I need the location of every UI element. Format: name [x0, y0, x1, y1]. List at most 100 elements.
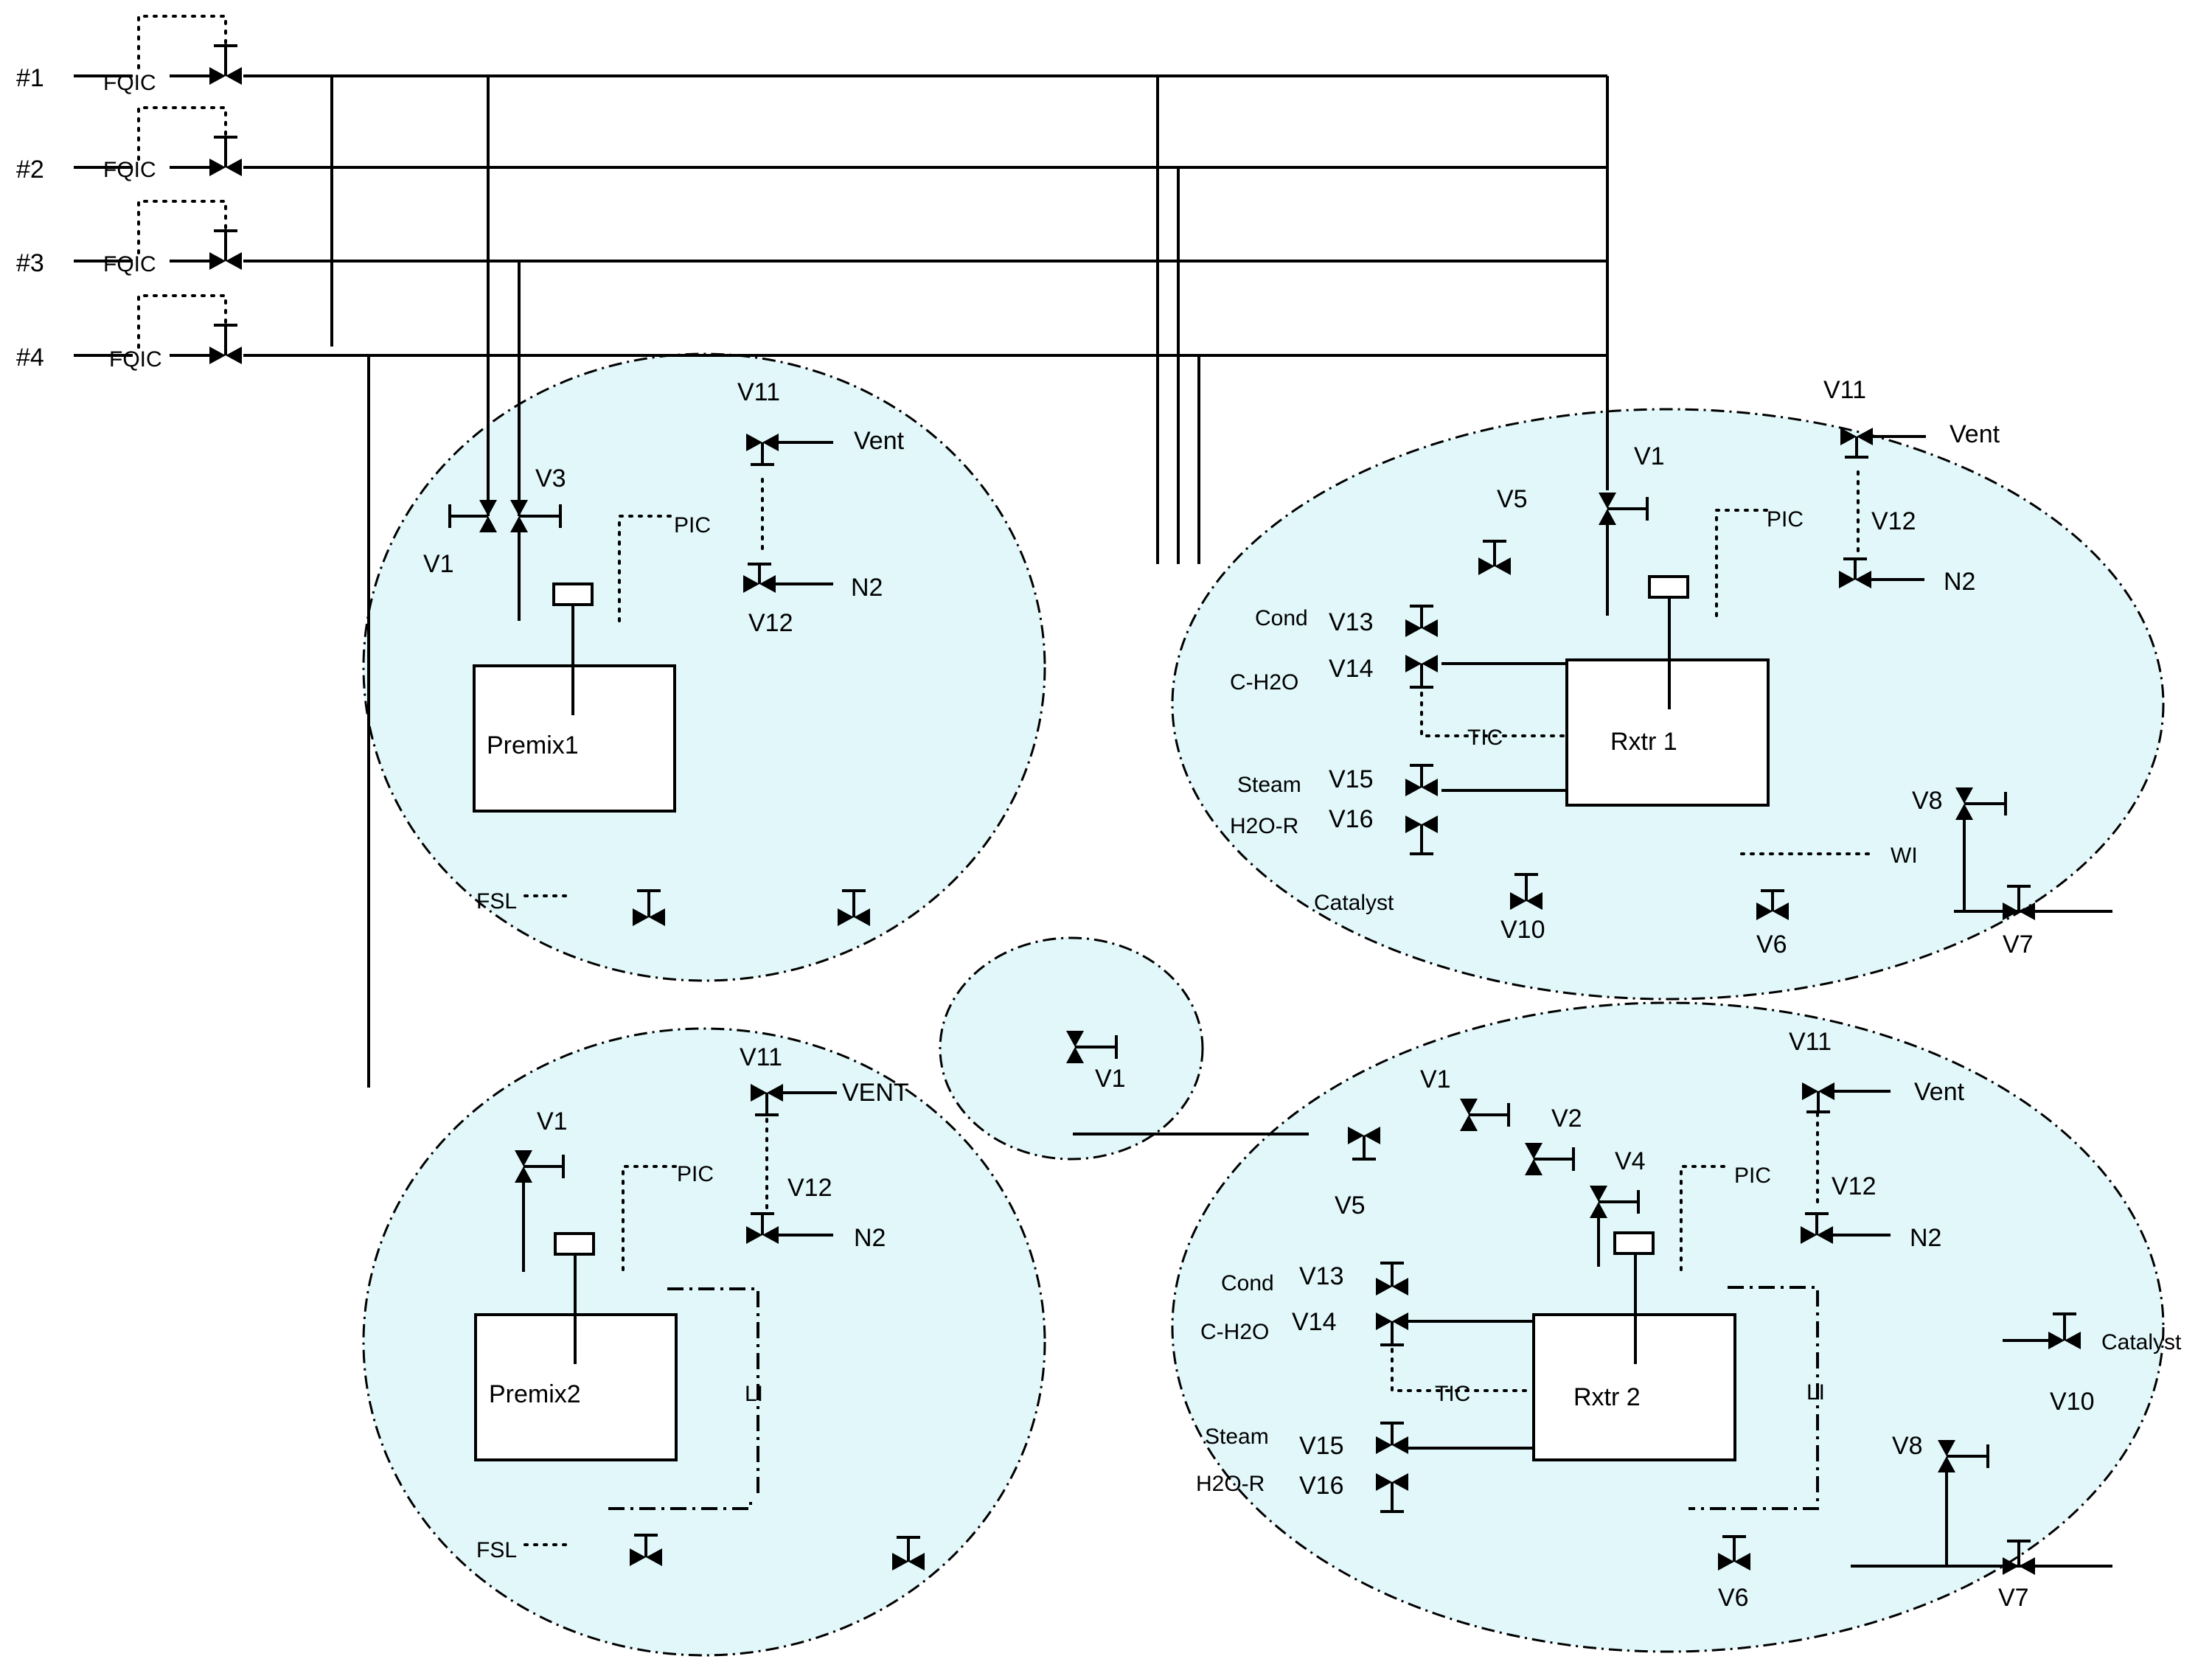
premix2-v11-label: V11 — [740, 1043, 782, 1071]
stream-2-label: #2 — [16, 156, 44, 184]
valve-rxtr1-v12[interactable] — [1839, 557, 1924, 588]
level-sensor-premix2 — [554, 1232, 595, 1256]
fqic-2-label: FQIC — [103, 158, 156, 182]
rxtr1-tic-label: TIC — [1467, 726, 1503, 750]
valve-rxtr2-v16[interactable] — [1376, 1473, 1408, 1513]
rxtr2-pic-label: PIC — [1734, 1164, 1771, 1188]
valve-rxtr1-v6[interactable] — [1756, 889, 1789, 920]
valve-rxtr1-v10[interactable] — [1510, 873, 1543, 910]
vessel-rxtr1 — [1565, 658, 1770, 807]
valve-rxtr2-v11[interactable] — [1802, 1082, 1891, 1113]
rxtr1-v7-label: V7 — [2003, 931, 2034, 959]
valve-rxtr1-v13[interactable] — [1405, 605, 1438, 637]
stream-4-label: #4 — [16, 344, 44, 372]
rxtr2-v16-label: V16 — [1299, 1472, 1344, 1500]
rxtr1-v14-label: V14 — [1329, 655, 1374, 683]
premix2-li-label: LI — [745, 1382, 763, 1406]
rxtr1-h2or-label: H2O-R — [1230, 814, 1298, 838]
premix1-pic-label: PIC — [674, 513, 711, 538]
rxtr1-v5-label: V5 — [1497, 485, 1528, 513]
valve-rxtr2-v2[interactable] — [1525, 1143, 1575, 1175]
rxtr2-v14-label: V14 — [1292, 1308, 1337, 1336]
valve-premix1-v12[interactable] — [743, 563, 833, 593]
valve-rxtr2-v14[interactable] — [1376, 1312, 1408, 1346]
rxtr2-v1-label: V1 — [1420, 1065, 1451, 1093]
feed-headers — [74, 15, 1609, 1088]
valve-premix2-v12[interactable] — [746, 1212, 833, 1244]
valve-rxtr1-v16[interactable] — [1405, 815, 1438, 855]
premix2-name: Premix2 — [489, 1380, 581, 1408]
valve-rxtr2-v13[interactable] — [1376, 1262, 1408, 1295]
rxtr1-ch2o-label: C-H2O — [1230, 670, 1298, 695]
valve-rxtr2-v15[interactable] — [1376, 1422, 1408, 1454]
premix2-vent-label: VENT — [842, 1079, 909, 1107]
rxtr1-v10-label: V10 — [1500, 916, 1545, 944]
valve-rxtr1-v8[interactable] — [1955, 787, 2007, 820]
valve-rxtr2-v5[interactable] — [1348, 1127, 1380, 1161]
valve-rxtr1-v11[interactable] — [1840, 428, 1926, 459]
rxtr2-li-label: LI — [1806, 1380, 1825, 1405]
premix1-v11-label: V11 — [737, 378, 780, 406]
valve-rxtr2-v8[interactable] — [1938, 1440, 1989, 1472]
valve-middle-v1[interactable] — [1066, 1031, 1118, 1063]
premix1-n2-label: N2 — [851, 574, 883, 602]
valve-feed-4[interactable] — [209, 324, 242, 364]
valve-rxtr2-v4[interactable] — [1590, 1186, 1640, 1218]
valve-rxtr2-v10[interactable] — [2003, 1312, 2081, 1349]
valve-premix2-v1[interactable] — [515, 1150, 565, 1183]
valve-rxtr1-v7[interactable] — [2003, 885, 2035, 920]
valve-feed-2[interactable] — [209, 136, 242, 176]
rxtr2-name: Rxtr 2 — [1573, 1383, 1641, 1411]
valve-premix1-v3[interactable] — [510, 500, 562, 532]
valve-rxtr1-v1[interactable] — [1599, 493, 1649, 525]
rxtr2-cond-label: Cond — [1221, 1271, 1274, 1295]
rxtr2-v5-label: V5 — [1335, 1192, 1366, 1220]
zone-premix2 — [362, 1027, 1046, 1657]
premix1-fsl-label: FSL — [476, 889, 517, 914]
level-sensor-premix1 — [552, 582, 594, 606]
valve-premix2-bottom-left[interactable] — [630, 1534, 662, 1566]
valve-rxtr2-v7[interactable] — [2003, 1540, 2035, 1575]
valve-premix1-v11[interactable] — [746, 434, 833, 466]
rxtr1-v13-label: V13 — [1329, 608, 1374, 636]
valve-rxtr2-v1[interactable] — [1460, 1099, 1510, 1131]
premix1-v3-label: V3 — [535, 465, 566, 493]
rxtr2-tic-label: TIC — [1435, 1382, 1470, 1406]
premix2-v1-label: V1 — [537, 1107, 568, 1135]
rxtr2-v8-label: V8 — [1892, 1432, 1923, 1460]
middle-v1-label: V1 — [1095, 1065, 1126, 1093]
valve-premix1-v1[interactable] — [448, 500, 497, 532]
valve-feed-1[interactable] — [209, 44, 242, 85]
rxtr2-v13-label: V13 — [1299, 1262, 1344, 1290]
rxtr2-v6-label: V6 — [1718, 1584, 1749, 1612]
valve-premix1-bottom-left[interactable] — [633, 889, 665, 926]
level-sensor-rxtr2 — [1613, 1231, 1655, 1255]
valve-rxtr1-v5[interactable] — [1478, 540, 1511, 575]
rxtr2-v15-label: V15 — [1299, 1432, 1344, 1460]
valve-rxtr1-v14[interactable] — [1405, 655, 1438, 689]
rxtr2-vent-label: Vent — [1914, 1078, 1965, 1106]
premix2-v12-label: V12 — [787, 1174, 832, 1202]
premix1-vent-label: Vent — [854, 427, 905, 455]
premix1-name: Premix1 — [487, 731, 579, 759]
rxtr1-v16-label: V16 — [1329, 805, 1374, 833]
rxtr1-n2-label: N2 — [1944, 568, 1975, 596]
valve-premix2-v11[interactable] — [751, 1084, 837, 1116]
zone-middle — [939, 936, 1204, 1161]
rxtr2-ch2o-label: C-H2O — [1200, 1320, 1269, 1344]
fqic-1-label: FQIC — [103, 71, 156, 95]
valve-rxtr1-v15[interactable] — [1405, 764, 1438, 796]
rxtr2-v11-label: V11 — [1789, 1028, 1832, 1056]
rxtr2-v12-label: V12 — [1832, 1172, 1877, 1200]
stream-1-label: #1 — [16, 64, 44, 92]
valve-feed-3[interactable] — [209, 229, 242, 270]
rxtr1-v6-label: V6 — [1756, 931, 1787, 959]
valve-premix2-bottom-right[interactable] — [892, 1536, 925, 1571]
valve-rxtr2-v6[interactable] — [1718, 1535, 1750, 1571]
valve-premix1-bottom-right[interactable] — [838, 889, 870, 926]
valve-rxtr2-v12[interactable] — [1801, 1212, 1891, 1244]
rxtr1-wi-label: WI — [1891, 844, 1918, 868]
rxtr1-catalyst-label: Catalyst — [1314, 891, 1394, 915]
fqic-3-label: FQIC — [103, 252, 156, 276]
